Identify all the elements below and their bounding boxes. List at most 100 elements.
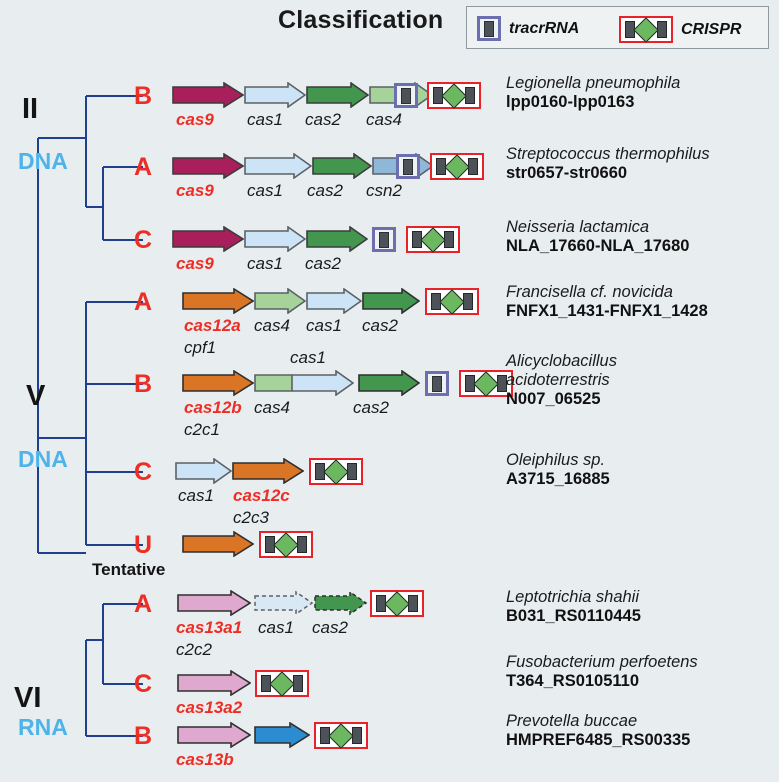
organism-name: Neisseria lactamica	[506, 218, 650, 236]
type-label-v: V	[26, 380, 46, 412]
gene-label-ii-c-cas2: cas2	[305, 254, 341, 273]
tracrrna-icon	[477, 16, 501, 41]
legend-item-crispr: CRISPR	[619, 16, 741, 43]
crispr-array-ii-a	[430, 153, 484, 180]
gene-label-vi-a-cas1: cas1	[258, 618, 294, 637]
gene-label-vi-a-c2c2: c2c2	[176, 640, 212, 659]
crispr-array-vi-b	[314, 722, 368, 749]
gene-arrow-cas12a	[182, 288, 254, 314]
locus-tag: N007_06525	[506, 390, 601, 408]
legend-label-crispr: CRISPR	[681, 20, 742, 38]
gene-label-v-b-cas4: cas4	[254, 398, 290, 417]
gene-arrow-unclassified	[182, 531, 254, 557]
gene-arrow-cas1-dashed	[254, 590, 314, 616]
organism-name: Streptococcus thermophilus	[506, 145, 710, 163]
crispr-array-vi-c	[255, 670, 309, 697]
crispr-array-icon	[619, 16, 673, 43]
gene-label-ii-b-cas2: cas2	[305, 110, 341, 129]
gene-label-v-c-c2c3: c2c3	[233, 508, 269, 527]
organism-entry-v-b: Alicyclobacillus acidoterrestris N007_06…	[506, 352, 617, 409]
subtype-label-vi-b: B	[134, 722, 153, 750]
subtype-label-vi-c: C	[134, 670, 153, 698]
tracrrna-marker-v-b	[425, 371, 449, 396]
gene-label-v-b-cas1: cas1	[290, 348, 326, 367]
crispr-array-v-u	[259, 531, 313, 558]
gene-arrow-cas9	[172, 226, 244, 252]
gene-arrow-cas1	[244, 153, 312, 179]
figure-title: Classification	[278, 6, 444, 34]
organism-name: Legionella pneumophila	[506, 74, 681, 92]
gene-label-v-c-cas12c: cas12c	[233, 486, 290, 505]
locus-tag: NLA_17660-NLA_17680	[506, 237, 690, 255]
gene-label-ii-a-cas9: cas9	[176, 181, 214, 200]
nucleic-label-ii-dna: DNA	[18, 148, 68, 174]
organism-entry-ii-b: Legionella pneumophila lpp0160-lpp0163	[506, 74, 680, 112]
gene-label-v-a-cpf1: cpf1	[184, 338, 217, 357]
organism-name-line2: acidoterrestris	[506, 371, 610, 389]
organism-entry-ii-a: Streptococcus thermophilus str0657-str06…	[506, 145, 710, 183]
gene-arrow-cas9	[172, 82, 244, 108]
gene-arrow-cas1	[306, 288, 362, 314]
gene-arrow-cas2	[362, 288, 420, 314]
locus-tag: HMPREF6485_RS00335	[506, 731, 691, 749]
gene-arrow-cas9	[172, 153, 244, 179]
type-label-vi: VI	[14, 682, 42, 714]
crispr-array-v-c	[309, 458, 363, 485]
organism-name: Prevotella buccae	[506, 712, 638, 730]
gene-arrow-cas1	[244, 226, 306, 252]
gene-label-ii-b-cas4: cas4	[366, 110, 402, 129]
subtype-label-vi-a: A	[134, 590, 153, 618]
gene-arrow-cas13b	[177, 722, 251, 748]
gene-label-v-c-cas1: cas1	[178, 486, 214, 505]
gene-arrow-cas1	[292, 370, 354, 396]
gene-arrow-cas2	[358, 370, 420, 396]
gene-arrow-cas2	[312, 153, 372, 179]
organism-entry-v-a: Francisella cf. novicida FNFX1_1431-FNFX…	[506, 283, 708, 321]
subtype-label-ii-c: C	[134, 226, 153, 254]
organism-entry-vi-b: Prevotella buccae HMPREF6485_RS00335	[506, 712, 690, 750]
subtype-label-ii-b: B	[134, 82, 153, 110]
organism-entry-v-c: Oleiphilus sp. A3715_16885	[506, 451, 610, 489]
crispr-array-ii-b	[427, 82, 481, 109]
gene-arrow-cas2	[306, 226, 368, 252]
locus-tag: str0657-str0660	[506, 164, 628, 182]
locus-tag: T364_RS0105110	[506, 672, 640, 690]
gene-label-vi-b-cas13b: cas13b	[176, 750, 234, 769]
gene-arrow-cas13a2	[177, 670, 251, 696]
gene-arrow-cas12c	[232, 458, 304, 484]
gene-label-vi-a-cas13a1: cas13a1	[176, 618, 243, 637]
legend-label-tracrrna: tracrRNA	[509, 19, 580, 37]
gene-label-v-b-cas12b: cas12b	[184, 398, 242, 417]
nucleic-label-v-dna: DNA	[18, 446, 68, 472]
gene-arrow-cas4	[254, 288, 306, 314]
nucleic-label-vi-rna: RNA	[18, 714, 68, 740]
tracrrna-marker-ii-c	[372, 227, 396, 252]
gene-arrow-cas13a1	[177, 590, 251, 616]
crispr-array-vi-a	[370, 590, 424, 617]
locus-tag: B031_RS0110445	[506, 607, 641, 625]
gene-rect-cas4	[254, 370, 293, 396]
gene-label-ii-b-cas1: cas1	[247, 110, 283, 129]
gene-label-v-a-cas4: cas4	[254, 316, 290, 335]
legend-item-tracrrna: tracrRNA	[477, 16, 579, 41]
tentative-note: Tentative	[92, 560, 166, 579]
subtype-label-v-b: B	[134, 370, 153, 398]
gene-label-v-a-cas1: cas1	[306, 316, 342, 335]
organism-name: Leptotrichia shahii	[506, 588, 639, 606]
gene-label-ii-b-cas9: cas9	[176, 110, 214, 129]
organism-entry-vi-a: Leptotrichia shahii B031_RS0110445	[506, 588, 641, 626]
gene-arrow-unnamed-blue	[254, 722, 310, 748]
locus-tag: FNFX1_1431-FNFX1_1428	[506, 302, 708, 320]
tracrrna-marker-ii-b	[394, 83, 418, 108]
gene-arrow-cas1	[175, 458, 232, 484]
gene-arrow-cas2	[306, 82, 369, 108]
type-label-ii: II	[22, 93, 39, 125]
locus-tag: A3715_16885	[506, 470, 610, 488]
gene-label-v-b-cas2: cas2	[353, 398, 389, 417]
gene-label-vi-a-cas2: cas2	[312, 618, 348, 637]
crispr-array-v-b	[459, 370, 513, 397]
organism-entry-vi-c: Fusobacterium perfoetens T364_RS0105110	[506, 653, 698, 691]
gene-arrow-cas12b	[182, 370, 254, 396]
gene-label-v-a-cas2: cas2	[362, 316, 398, 335]
